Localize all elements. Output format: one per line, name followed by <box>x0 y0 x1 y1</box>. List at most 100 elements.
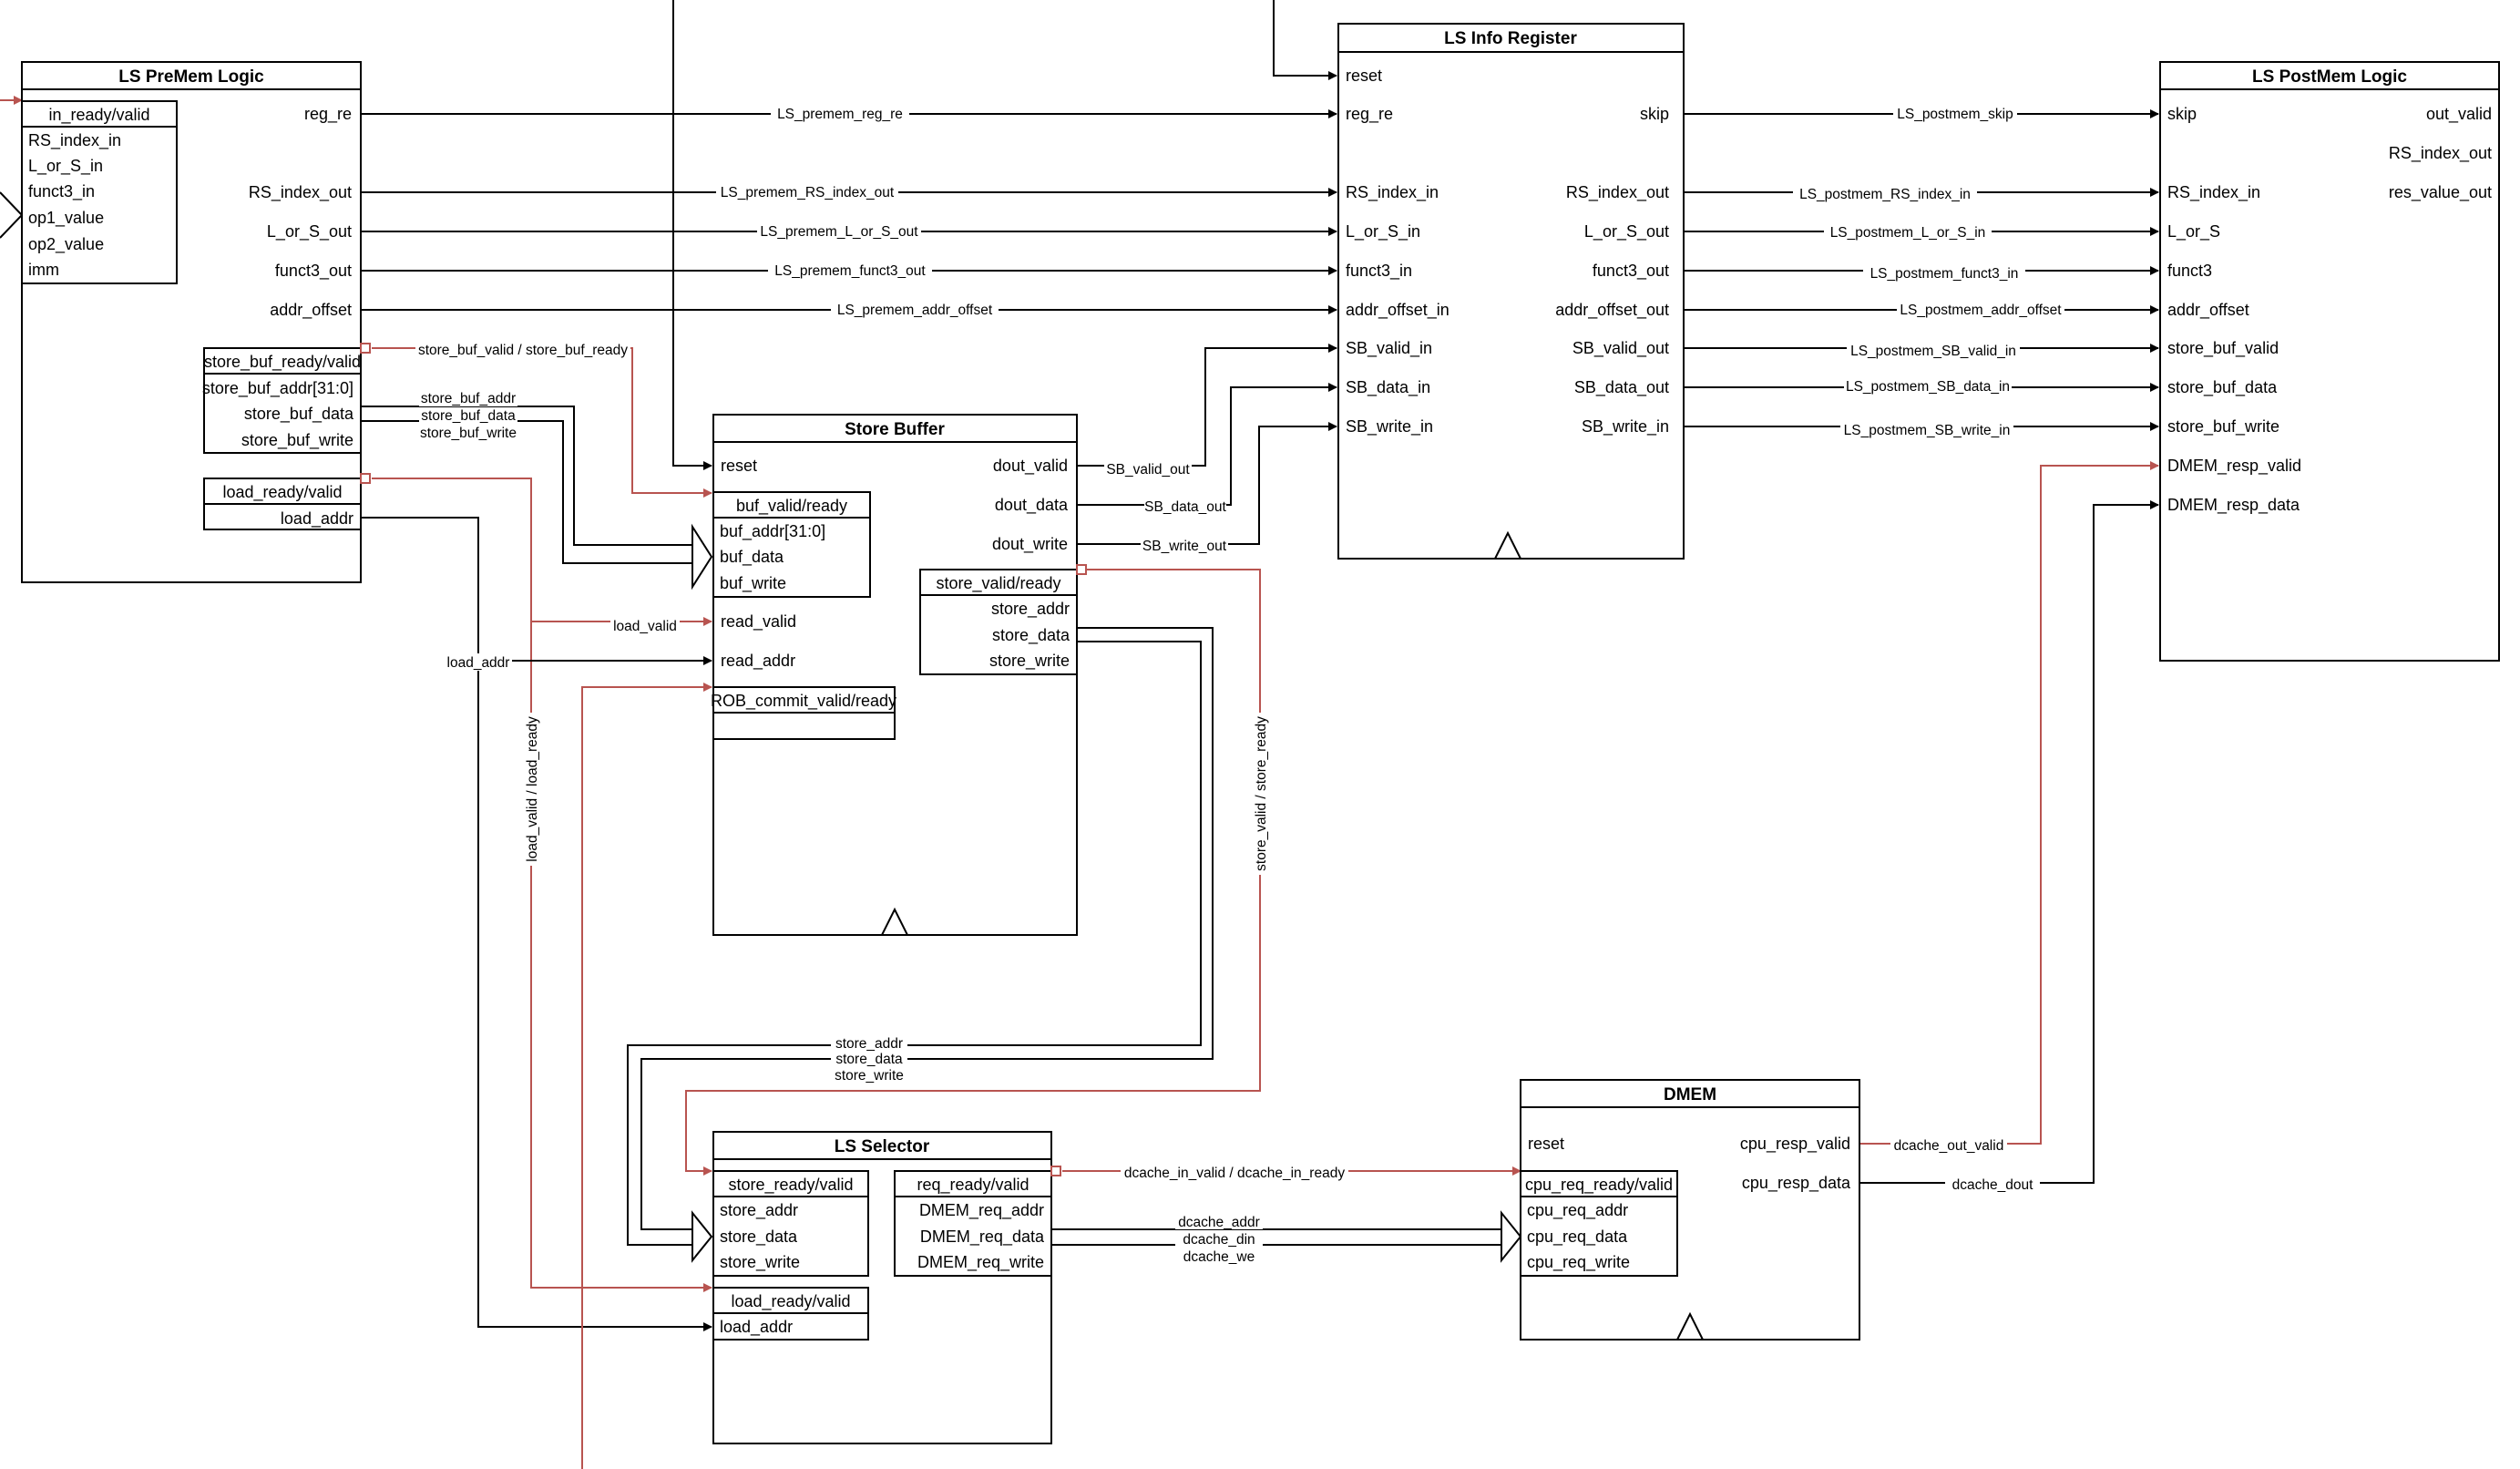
label-dcache-out-valid: dcache_out_valid <box>1894 1138 2004 1154</box>
wire-dcache-dout <box>1859 500 2159 1184</box>
label-store-write: store_write <box>835 1068 904 1084</box>
storebuf-store-data: store_data <box>992 626 1070 645</box>
premem-store-buf-addr: store_buf_addr[31:0] <box>202 379 353 398</box>
storebuf-buf-addr: buf_addr[31:0] <box>720 522 825 541</box>
label-premem-l-or-s: LS_premem_L_or_S_out <box>760 224 918 240</box>
premem-load-group: load_ready/valid load_addr <box>203 478 362 530</box>
premem-load-port <box>360 473 371 484</box>
label-store-data: store_data <box>835 1052 903 1067</box>
label-dcache-we: dcache_we <box>1183 1249 1255 1265</box>
dmem-req-group: cpu_req_ready/valid cpu_req_addr cpu_req… <box>1520 1170 1678 1277</box>
premem-store-group-title: store_buf_ready/valid <box>204 353 361 372</box>
dmem-cpu-req-data: cpu_req_data <box>1527 1228 1628 1247</box>
selector-store-addr: store_addr <box>720 1201 798 1220</box>
postmem-in-dmem-resp-data: DMEM_resp_data <box>2167 496 2300 515</box>
premem-in-op2: op2_value <box>28 235 104 254</box>
storebuf-store-port <box>1076 564 1087 575</box>
storebuf-store-write: store_write <box>989 652 1070 671</box>
postmem-out-rs-index: RS_index_out <box>2389 144 2492 163</box>
label-postmem-sb-write: LS_postmem_SB_write_in <box>1844 423 2011 438</box>
label-postmem-rs-index: LS_postmem_RS_index_in <box>1799 187 1971 202</box>
label-premem-addr-offset: LS_premem_addr_offset <box>837 303 993 318</box>
dmem-block: DMEM reset cpu_req_ready/valid cpu_req_a… <box>1520 1079 1860 1341</box>
storebuf-title: Store Buffer <box>845 420 945 439</box>
storebuf-in-read-addr: read_addr <box>721 652 795 671</box>
premem-out-rs-index: RS_index_out <box>249 183 352 202</box>
info-out-sb-write: SB_write_in <box>1582 417 1669 437</box>
selector-store-data: store_data <box>720 1228 798 1247</box>
storebuf-store-addr: store_addr <box>991 600 1070 619</box>
label-store-buf-addr: store_buf_addr <box>421 391 516 406</box>
premem-bus-in-notch <box>0 191 24 239</box>
label-load-handshake: load_valid / load_ready <box>525 716 540 862</box>
wire-store-handshake <box>685 569 1261 1176</box>
postmem-in-l-or-s: L_or_S <box>2167 222 2220 241</box>
selector-dmem-req-data: DMEM_req_data <box>920 1228 1045 1247</box>
info-in-reg-re: reg_re <box>1346 105 1393 124</box>
postmem-block: LS PostMem Logic skip RS_index_in L_or_S… <box>2159 61 2500 662</box>
bus-arrow-dmem <box>1501 1210 1522 1263</box>
label-postmem-sb-data: LS_postmem_SB_data_in <box>1846 379 2010 395</box>
label-dcache-addr: dcache_addr <box>1178 1215 1260 1230</box>
label-load-addr: load_addr <box>447 655 510 671</box>
info-in-reset: reset <box>1346 67 1382 85</box>
postmem-out-res-value: res_value_out <box>2389 183 2492 202</box>
storebuf-buf-write: buf_write <box>720 574 786 593</box>
storebuf-buf-data: buf_data <box>720 548 784 567</box>
dmem-title: DMEM <box>1664 1085 1716 1104</box>
selector-dmem-req-write: DMEM_req_write <box>917 1253 1044 1272</box>
premem-store-buf-data: store_buf_data <box>244 405 354 424</box>
info-in-sb-valid: SB_valid_in <box>1346 339 1432 358</box>
label-postmem-sb-valid: LS_postmem_SB_valid_in <box>1850 344 2016 359</box>
info-in-l-or-s: L_or_S_in <box>1346 222 1420 241</box>
storebuf-store-group-title: store_valid/ready <box>936 574 1060 593</box>
postmem-in-store-buf-write: store_buf_write <box>2167 417 2279 437</box>
info-title: LS Info Register <box>1444 29 1577 48</box>
info-out-rs-index: RS_index_out <box>1566 183 1669 202</box>
label-store-handshake: store_valid / store_ready <box>1254 716 1269 871</box>
postmem-in-funct3: funct3 <box>2167 262 2212 280</box>
selector-load-group: load_ready/valid load_addr <box>712 1287 869 1341</box>
label-postmem-skip: LS_postmem_skip <box>1897 107 2013 122</box>
selector-store-group: store_ready/valid store_addr store_data … <box>712 1170 869 1277</box>
selector-load-group-title: load_ready/valid <box>731 1292 850 1311</box>
wire-reset-info <box>1273 0 1337 80</box>
info-register-block: LS Info Register reset reg_re RS_index_i… <box>1337 23 1685 560</box>
label-postmem-l-or-s: LS_postmem_L_or_S_in <box>1830 225 1986 241</box>
info-out-sb-data: SB_data_out <box>1574 378 1669 397</box>
storebuf-buf-group: buf_valid/ready buf_addr[31:0] buf_data … <box>712 491 871 598</box>
dmem-req-group-title: cpu_req_ready/valid <box>1525 1176 1673 1195</box>
info-in-funct3: funct3_in <box>1346 262 1412 281</box>
label-store-buf-write: store_buf_write <box>420 426 517 441</box>
selector-dmem-req-addr: DMEM_req_addr <box>919 1201 1044 1220</box>
storebuf-buf-group-title: buf_valid/ready <box>736 497 847 516</box>
label-store-addr: store_addr <box>835 1036 903 1052</box>
storebuf-store-group: store_valid/ready store_addr store_data … <box>919 569 1078 675</box>
premem-out-l-or-s: L_or_S_out <box>267 222 352 241</box>
selector-req-port <box>1050 1166 1061 1176</box>
label-postmem-funct3: LS_postmem_funct3_in <box>1870 266 2019 282</box>
wire-dcache-bus <box>1051 1228 1501 1246</box>
dmem-out-cpu-resp-valid: cpu_resp_valid <box>1740 1135 1850 1154</box>
premem-in-group: in_ready/valid RS_index_in L_or_S_in fun… <box>21 100 178 284</box>
selector-store-write: store_write <box>720 1253 800 1272</box>
selector-load-addr: load_addr <box>720 1318 793 1337</box>
premem-store-buf-write: store_buf_write <box>241 431 353 450</box>
selector-block: LS Selector store_ready/valid store_addr… <box>712 1131 1061 1444</box>
wire-store-buf-bus <box>361 406 692 564</box>
dmem-in-reset: reset <box>1528 1135 1564 1153</box>
postmem-in-store-buf-data: store_buf_data <box>2167 378 2278 397</box>
label-premem-rs-index: LS_premem_RS_index_out <box>721 185 895 200</box>
wire-rob-commit <box>581 683 712 1469</box>
info-in-rs-index: RS_index_in <box>1346 183 1439 202</box>
storebuf-in-reset: reset <box>721 457 757 475</box>
store-buffer-block: Store Buffer reset buf_valid/ready buf_a… <box>711 414 1087 936</box>
storebuf-in-read-valid: read_valid <box>721 612 796 632</box>
label-store-buf-handshake: store_buf_valid / store_buf_ready <box>418 343 628 358</box>
wire-sb-data-out <box>1077 383 1337 506</box>
wire-store-bus <box>627 627 1214 1246</box>
bus-arrow-selector <box>691 1210 713 1263</box>
selector-title: LS Selector <box>835 1137 930 1156</box>
info-out-l-or-s: L_or_S_out <box>1584 222 1669 241</box>
storebuf-rob-group-title: ROB_commit_valid/ready <box>711 692 896 711</box>
